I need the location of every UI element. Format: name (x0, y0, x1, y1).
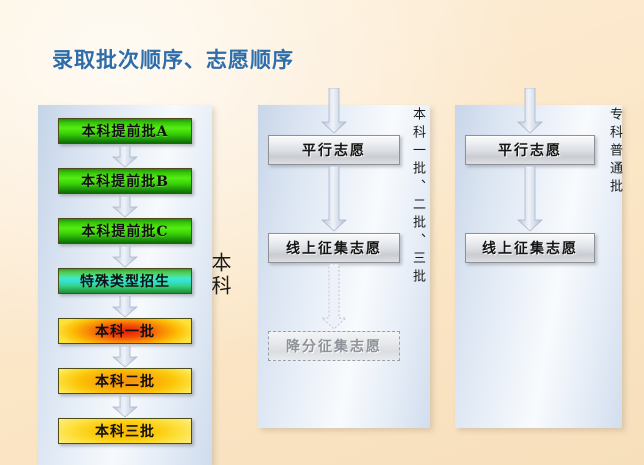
flow-box-xianshang-zhengji-zhuanke[interactable]: 线上征集志愿 (465, 233, 595, 263)
flow-box-benke-sanpi[interactable]: 本科三批 (58, 418, 192, 444)
down-arrow-icon (517, 88, 543, 134)
down-arrow-icon (321, 88, 347, 134)
flow-box-benke-tiqian-a[interactable]: 本科提前批A (58, 118, 192, 144)
down-arrow-icon (112, 246, 138, 268)
flow-box-benke-tiqian-c[interactable]: 本科提前批C (58, 218, 192, 244)
flow-box-pingxing-zhiyuan-zhuanke[interactable]: 平行志愿 (465, 135, 595, 165)
down-arrow-icon (517, 166, 543, 232)
down-arrow-icon (112, 146, 138, 168)
flow-box-benke-yipi[interactable]: 本科一批 (58, 318, 192, 344)
page-title: 录取批次顺序、志愿顺序 (52, 47, 294, 72)
flow-box-teshu-leixing[interactable]: 特殊类型招生 (58, 268, 192, 294)
side-label-benke: 本科 (208, 252, 232, 298)
flow-box-benke-tiqian-b[interactable]: 本科提前批B (58, 168, 192, 194)
flow-box-pingxing-zhiyuan-benke[interactable]: 平行志愿 (268, 135, 400, 165)
down-arrow-icon (112, 296, 138, 318)
flow-box-benke-erpi[interactable]: 本科二批 (58, 368, 192, 394)
side-label-zhuanke: 专科普通批 (607, 107, 622, 197)
down-arrow-icon (112, 396, 138, 418)
down-arrow-icon (321, 166, 347, 232)
down-arrow-dashed-icon (321, 264, 347, 330)
flow-box-xianshang-zhengji-benke[interactable]: 线上征集志愿 (268, 233, 400, 263)
down-arrow-icon (112, 196, 138, 218)
flow-box-jiangfen-zhengji[interactable]: 降分征集志愿 (268, 331, 400, 361)
down-arrow-icon (112, 346, 138, 368)
side-label-benke-batches: 本科一批、二批、三批 (410, 107, 425, 287)
